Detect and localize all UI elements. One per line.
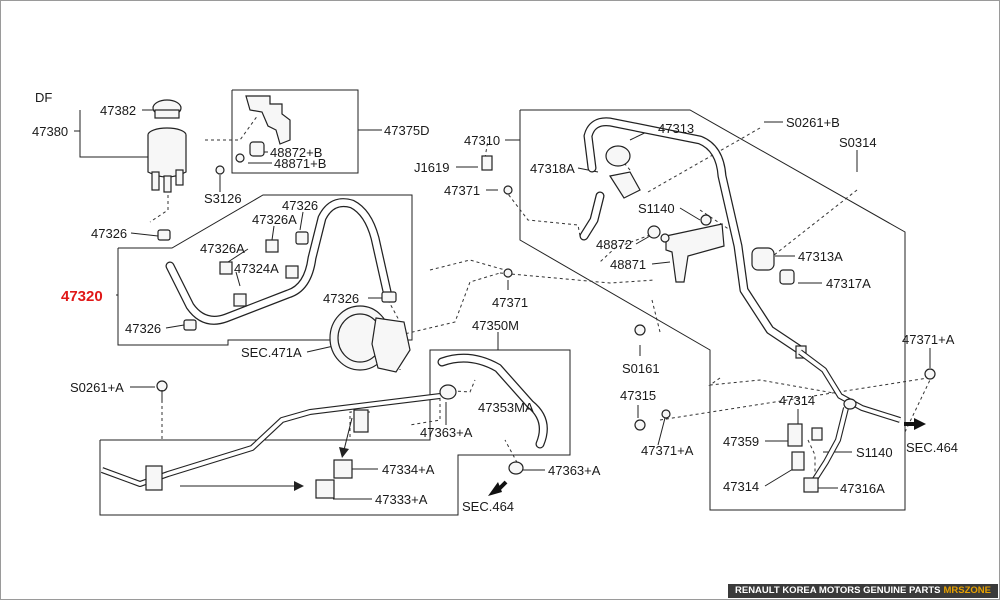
label-s3126: S3126 [204, 191, 242, 206]
label-df: DF [35, 90, 52, 105]
label-s0314: S0314 [839, 135, 877, 150]
arrows [180, 417, 926, 496]
pump-sec471a [329, 268, 513, 373]
label-s0161: S0161 [622, 361, 660, 376]
bracket-s1140 [481, 155, 725, 283]
label-47371a: 47371+A [641, 443, 694, 458]
label-47326: 47326 [282, 198, 318, 213]
group-box-47320 [117, 194, 413, 346]
label-47314: 47314 [779, 393, 815, 408]
label-48871: 48871 [610, 257, 646, 272]
label-47317a: 47317A [826, 276, 871, 291]
label-47371: 47371 [492, 295, 528, 310]
label-47315: 47315 [620, 388, 656, 403]
label-47380: 47380 [32, 124, 68, 139]
label-47371: 47371 [444, 183, 480, 198]
label-sec471a: SEC.471A [241, 345, 302, 360]
label-47375d: 47375D [384, 123, 430, 138]
part-labels: DF 47382 47380 47375D 48872+B 48871+B S3… [32, 90, 958, 514]
suction-hose-47320 [157, 198, 397, 331]
group-box-47310 [519, 109, 906, 511]
label-47314: 47314 [723, 479, 759, 494]
label-47333a: 47333+A [375, 492, 428, 507]
label-s0261b: S0261+B [786, 115, 840, 130]
label-s1140: S1140 [638, 201, 675, 216]
label-47320: 47320 [61, 288, 103, 305]
label-47326a: 47326A [200, 241, 245, 256]
label-47350m: 47350M [472, 318, 519, 333]
label-47363a: 47363+A [420, 425, 473, 440]
label-48872b: 48872+B [270, 145, 322, 160]
label-47316a: 47316A [840, 481, 885, 496]
group-box-47350m [99, 349, 571, 516]
label-48871b: 48871+B [274, 156, 326, 171]
label-j1619: J1619 [414, 160, 449, 175]
label-s1140: S1140 [856, 445, 893, 460]
label-48872: 48872 [596, 237, 632, 252]
label-s0261a: S0261+A [70, 380, 124, 395]
footer-text: RENAULT KOREA MOTORS GENUINE PARTS [735, 585, 941, 596]
label-47326a: 47326A [252, 212, 297, 227]
label-47382: 47382 [100, 103, 136, 118]
label-47371a: 47371+A [902, 332, 955, 347]
group-box-47375d [231, 89, 359, 174]
pipe-47350m [100, 380, 441, 499]
label-47326: 47326 [91, 226, 127, 241]
label-47318a: 47318A [530, 161, 575, 176]
label-47310: 47310 [464, 133, 500, 148]
label-47313a: 47313A [798, 249, 843, 264]
label-47326: 47326 [125, 321, 161, 336]
footer-brand: MRSZONE [943, 585, 992, 596]
label-47363a: 47363+A [548, 463, 601, 478]
label-sec464: SEC.464 [906, 440, 958, 455]
pipe-47314 [634, 324, 936, 493]
reservoir-47380 [147, 99, 187, 193]
bracket-47375d [215, 95, 291, 175]
label-47324a: 47324A [234, 261, 279, 276]
label-47353ma: 47353MA [478, 400, 534, 415]
label-47313: 47313 [658, 121, 694, 136]
hose-47353ma [437, 353, 548, 475]
label-47326: 47326 [323, 291, 359, 306]
label-47359: 47359 [723, 434, 759, 449]
label-47334a: 47334+A [382, 462, 435, 477]
label-sec464: SEC.464 [462, 499, 514, 514]
return-hose-47313 [579, 117, 807, 359]
